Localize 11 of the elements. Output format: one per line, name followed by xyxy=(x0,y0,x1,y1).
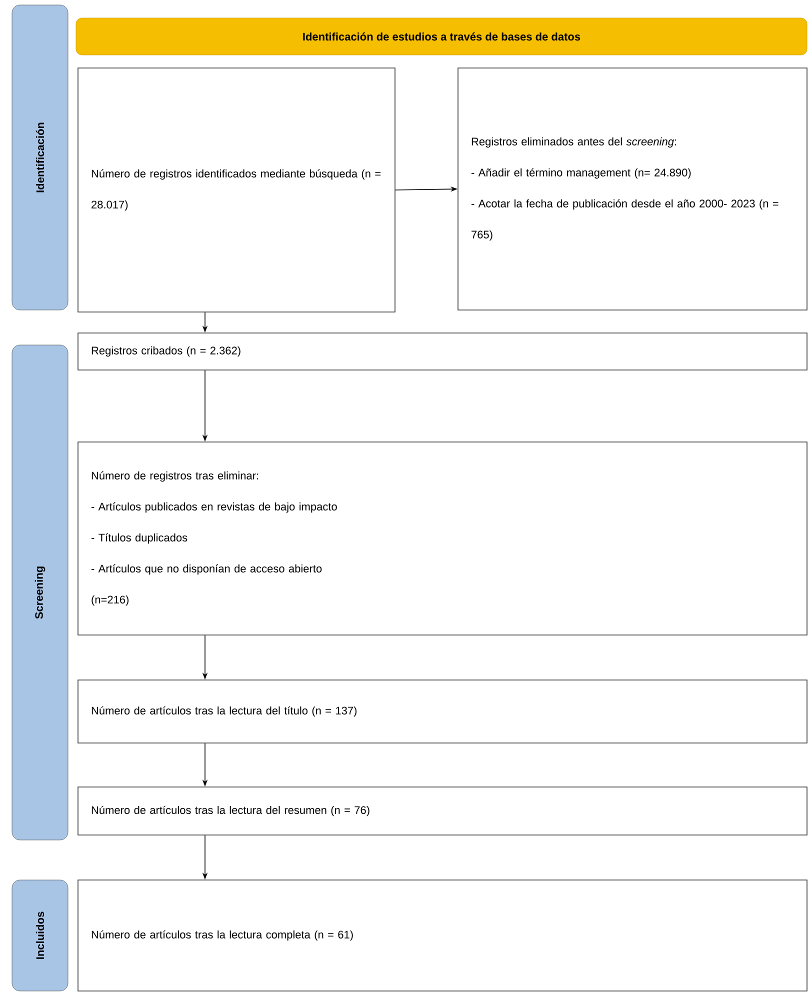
process-box: Registros eliminados antes del screening: - Añadir el término management (n= 24.890) - Acotar la fecha de publicación desde el año 2000- 2023 (n = 765) xyxy=(458,68,808,310)
process-box: Número de registros tras eliminar: - Artículos publicados en revistas de bajo impacto - Títulos duplicados - Artículos que no disponían de acceso abierto (n=216) xyxy=(78,442,808,636)
title-banner: Identificación de estudios a través de bases de datos xyxy=(76,18,808,56)
stage-band: Incluidos xyxy=(12,880,68,992)
process-box: Número de artículos tras la lectura del resumen (n = 76) xyxy=(78,786,808,836)
process-box: Registros cribados (n = 2.362) xyxy=(78,332,808,370)
process-box: Número de artículos tras la lectura completa (n = 61) xyxy=(78,880,808,992)
process-box: Número de registros identificados mediante búsqueda (n = 28.017) xyxy=(78,68,396,312)
stage-band: Screening xyxy=(12,344,68,840)
process-box: Número de artículos tras la lectura del título (n = 137) xyxy=(78,680,808,744)
stage-band: Identificación xyxy=(12,4,68,310)
